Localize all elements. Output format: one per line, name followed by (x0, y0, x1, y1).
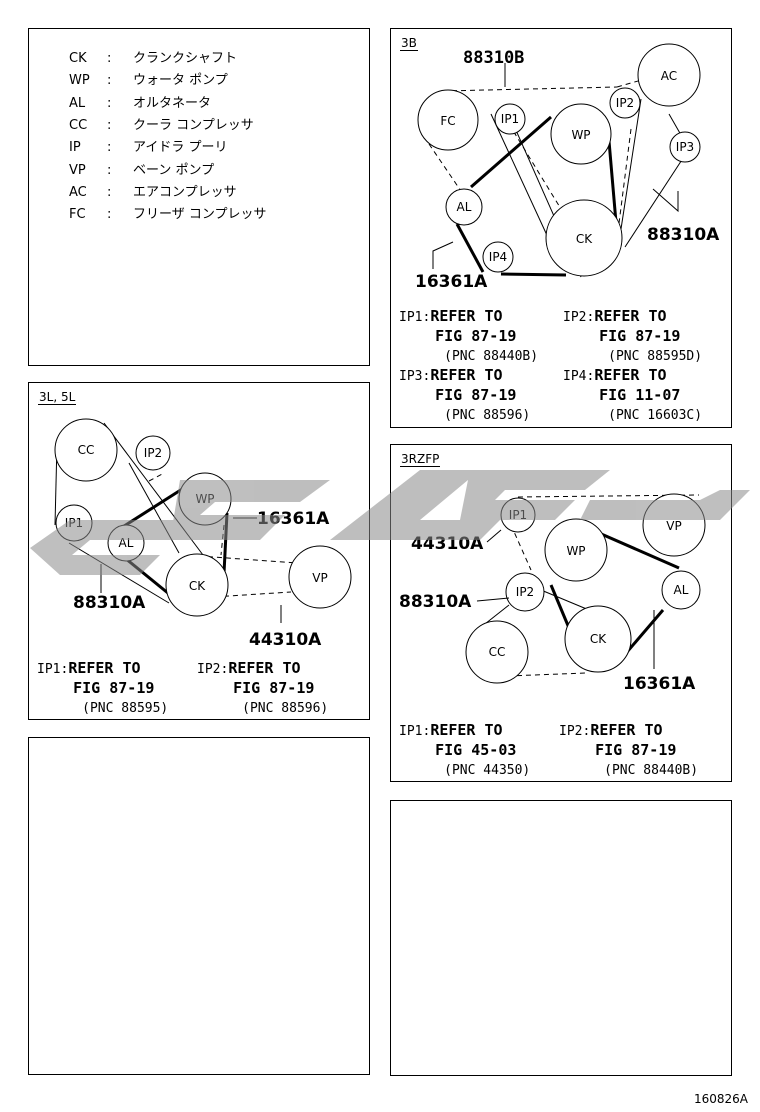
panel-3l-5l: 3L, 5L CC IP2 WP (28, 382, 370, 720)
part-number-44310a: 44310A (249, 630, 322, 650)
pulley-label: VP (312, 571, 327, 585)
pulley-label: IP1 (65, 516, 83, 530)
legend-separator: : (107, 117, 112, 133)
ref-note: IP1:REFER TO FIG 87-19 (PNC 88595) (37, 659, 169, 716)
pulley-label: AL (674, 583, 689, 597)
part-number-88310a: 88310A (399, 592, 472, 612)
part-number-16361a: 16361A (257, 509, 330, 529)
pulley-ip4 (482, 241, 514, 273)
ref-note: IP4:REFER TO FIG 11-07 (PNC 16603C) (563, 366, 703, 423)
legend-row: CK: クランクシャフト (69, 47, 237, 66)
pulley-label: WP (566, 544, 585, 558)
pulley-label: AL (119, 536, 134, 550)
ref-note: IP3:REFER TO FIG 87-19 (PNC 88596) (399, 366, 531, 423)
panel-tag: 3L, 5L (38, 390, 77, 405)
pulley-al (445, 188, 483, 226)
panel-3rzfp: 3RZFP IP1 VP WP IP2 (390, 444, 732, 782)
ref-note: IP2:REFER TO FIG 87-19 (PNC 88440B) (559, 721, 699, 778)
pulley-label: WP (195, 492, 214, 506)
part-number-16361a: 16361A (415, 272, 488, 292)
legend-abbr: AL (69, 95, 86, 111)
legend-abbr: CC (69, 117, 88, 133)
panel-tag: 3RZFP (400, 452, 441, 467)
panel-tag: 3B (400, 36, 418, 51)
pulley-label: IP2 (516, 585, 534, 599)
part-number-88310a: 88310A (647, 225, 720, 245)
legend-abbr: IP (69, 140, 81, 156)
legend-separator: : (107, 140, 112, 156)
legend-name: クランクシャフト (133, 51, 238, 66)
pulley-label: IP1 (509, 508, 527, 522)
legend-abbr: VP (69, 162, 86, 178)
pulley-label: AC (661, 69, 677, 83)
legend-abbr: FC (69, 207, 86, 223)
ref-note: IP1:REFER TO FIG 45-03 (PNC 44350) (399, 721, 531, 778)
ref-note: IP1:REFER TO FIG 87-19 (PNC 88440B) (399, 307, 539, 364)
legend-row: WP: ウォータ ポンプ (69, 69, 228, 88)
legend-name: フリーザ コンプレッサ (133, 207, 267, 223)
legend-row: VP: ベーン ポンプ (69, 159, 214, 178)
pulley-wp (550, 103, 612, 165)
pulley-ip2 (609, 87, 641, 119)
drawing-number: 160826A (693, 1092, 748, 1106)
part-number-88310b: 88310B (463, 48, 524, 68)
pulley-label: WP (571, 128, 590, 142)
legend-abbr: WP (69, 73, 90, 89)
legend-name: ベーン ポンプ (133, 162, 215, 178)
pulley-label: IP4 (489, 250, 507, 264)
empty-panel-left (28, 737, 370, 1075)
legend-row: CC: クーラ コンプレッサ (69, 114, 254, 133)
pulley-label: FC (440, 114, 455, 128)
legend-separator: : (107, 73, 112, 89)
pulley-label: IP1 (501, 112, 519, 126)
legend-name: エアコンプレッサ (133, 184, 237, 200)
belt-diagram-3rzfp: IP1 VP WP IP2 AL CK CC 44310A 88310A 163… (399, 493, 706, 694)
legend-separator: : (107, 162, 112, 178)
panel-3b: 3B (390, 28, 732, 428)
pulley-label: CK (576, 232, 593, 246)
legend-abbr: CK (69, 51, 87, 66)
legend-separator: : (107, 207, 112, 223)
part-number-16361a: 16361A (623, 674, 696, 694)
ref-note: IP2:REFER TO FIG 87-19 (PNC 88595D) (563, 307, 703, 364)
pulley-label: AL (457, 200, 472, 214)
pulley-ac (637, 43, 701, 107)
legend-row: AC: エアコンプレッサ (69, 181, 237, 200)
pulley-label: IP2 (144, 446, 162, 460)
part-number-44310a: 44310A (411, 534, 484, 554)
legend-abbr: AC (69, 184, 87, 200)
legend-row: FC: フリーザ コンプレッサ (69, 203, 266, 222)
belt-diagram-3l-5l: CC IP2 WP IP1 AL CK VP 16361A 88310A 443… (54, 418, 352, 650)
pulley-label: CK (590, 632, 607, 646)
pulley-label: CC (489, 645, 506, 659)
legend-row: AL: オルタネータ (69, 92, 211, 111)
legend-separator: : (107, 51, 112, 66)
pulley-label: CK (189, 579, 206, 593)
legend-row: IP: アイドラ プーリ (69, 136, 227, 155)
legend-panel: CK: クランクシャフト WP: ウォータ ポンプ AL: オルタネータ CC: クーラ コン… (28, 28, 370, 366)
empty-panel-right (390, 800, 732, 1076)
pulley-ip1 (494, 103, 526, 135)
pulley-label: CC (78, 443, 95, 457)
belt-diagram-3b: FC IP1 WP IP2 AC IP3 AL IP4 CK 88310B 88… (415, 43, 720, 292)
legend-separator: : (107, 184, 112, 200)
pulley-fc (417, 89, 479, 151)
ref-note: IP2:REFER TO FIG 87-19 (PNC 88596) (197, 659, 329, 716)
pulley-ck (545, 199, 623, 277)
part-number-88310a: 88310A (73, 593, 146, 613)
pulley-ip3 (669, 131, 701, 163)
pulley-label: IP3 (676, 140, 694, 154)
legend-separator: : (107, 95, 112, 111)
pulley-label: IP2 (616, 96, 634, 110)
pulley-label: VP (666, 519, 681, 533)
legend-name: オルタネータ (133, 95, 212, 111)
legend-name: アイドラ プーリ (133, 140, 228, 156)
legend-name: クーラ コンプレッサ (133, 117, 254, 133)
legend-name: ウォータ ポンプ (133, 73, 228, 89)
